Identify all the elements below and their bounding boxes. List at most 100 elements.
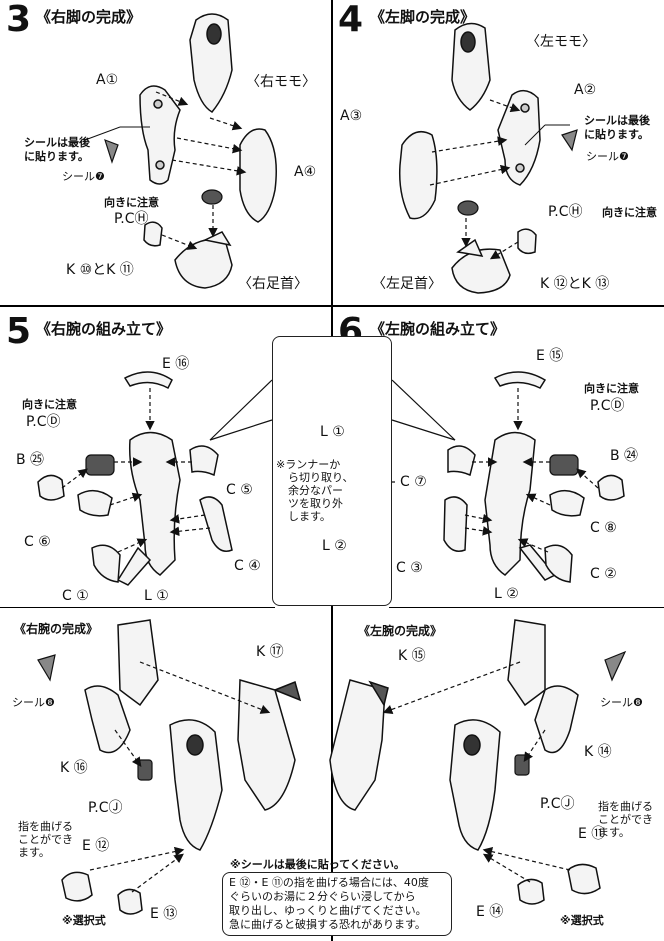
- seal-note-line1: シールは最後: [24, 136, 90, 149]
- step-title: 《右腕の組み立て》: [36, 320, 172, 338]
- warning-line: ぐらいのお湯に２分ぐらい浸してから: [229, 890, 416, 903]
- step-title: 《右脚の完成》: [36, 8, 142, 26]
- br-pc-part: [514, 754, 530, 776]
- step6-c2: [544, 544, 573, 583]
- finger-note-line: ます。: [18, 846, 50, 859]
- step6-b24: [597, 474, 625, 501]
- part-label-a2: A②: [574, 82, 597, 98]
- runner-note-line: します。: [288, 510, 331, 523]
- caution-label: 向きに注意: [22, 398, 77, 411]
- step3-leg-frame-a1: [139, 85, 181, 185]
- br-shield-k15: [507, 619, 546, 707]
- br-frame-k14: [534, 685, 579, 754]
- part-label-right-ankle: 〈右足首〉: [238, 276, 308, 292]
- step4-foot: [451, 238, 511, 294]
- section-title-left-arm-complete: 《左腕の完成》: [358, 624, 443, 638]
- part-label-k17: K ⑰: [256, 644, 284, 660]
- finger-note-line: ことができ: [598, 813, 653, 826]
- part-label-c8: C ⑧: [590, 520, 617, 536]
- part-label-b25: B ㉕: [16, 452, 45, 468]
- part-label-a1: A①: [96, 72, 119, 88]
- warning-line: 急に曲げると破損する恐れがあります。: [229, 918, 426, 931]
- caution-label: 向きに注意: [104, 196, 159, 209]
- divider-mid-vertical: [331, 306, 333, 941]
- part-label-k15: K ⑮: [398, 648, 426, 664]
- step4-small-part-k: [517, 228, 537, 255]
- step4-pc-part: [457, 200, 479, 216]
- callout-pointers: [209, 379, 456, 441]
- runner-note-line: ※ランナーか: [276, 458, 341, 471]
- part-label-e15: E ⑮: [536, 348, 564, 364]
- warning-line: E ⑫・E ⑪の指を曲げる場合には、40度: [229, 876, 429, 889]
- step5-c4: [199, 496, 233, 552]
- step-number: 3: [6, 0, 32, 40]
- step-title: 《左腕の組み立て》: [370, 320, 506, 338]
- runner-label-l1: L ①: [320, 424, 345, 440]
- bending-warning-box: E ⑫・E ⑪の指を曲げる場合には、40度 ぐらいのお湯に２分ぐらい浸してから …: [222, 872, 452, 936]
- part-label-c1: C ①: [62, 588, 89, 604]
- seal-note-line2: に貼ります。: [24, 150, 89, 163]
- part-label-e11: E ⑪: [578, 826, 606, 842]
- step4-seal-arrow: [561, 129, 578, 152]
- step-title: 《左脚の完成》: [370, 8, 476, 26]
- pc-label: P.CⒹ: [590, 398, 625, 414]
- step3-pc-part: [201, 189, 223, 205]
- br-forearm: [449, 719, 501, 851]
- section-title-right-arm-complete: 《右腕の完成》: [14, 622, 99, 636]
- step5-arm-e16: [123, 371, 173, 390]
- step3-small-part-k: [143, 221, 163, 247]
- seal-last-note: ※シールは最後に貼ってください。: [230, 858, 405, 871]
- part-label-l2: L ②: [494, 586, 519, 602]
- part-label-k16: K ⑯: [60, 760, 88, 776]
- pc-label: P.CⒿ: [88, 800, 123, 816]
- seal-label: シール❼: [586, 150, 629, 163]
- step6-c3: [443, 496, 468, 552]
- seal-note-line2: に貼ります。: [584, 128, 649, 141]
- seal-label: シール❽: [12, 696, 55, 709]
- part-label-c2: C ②: [590, 566, 617, 582]
- runner-label-l2: L ②: [322, 538, 347, 554]
- part-label-a3: A③: [340, 108, 363, 124]
- step5-arm-body-l1: [116, 431, 181, 586]
- optional-note: ※選択式: [560, 914, 604, 927]
- step3-shin-a4: [239, 128, 277, 223]
- caution-label: 向きに注意: [584, 382, 639, 395]
- step6-arm-e15: [493, 371, 547, 389]
- step5-c5: [189, 445, 219, 477]
- pc-label: P.CⒹ: [26, 414, 61, 430]
- part-label-right-thigh: 〈右モモ〉: [246, 74, 316, 90]
- step-number: 4: [338, 0, 364, 40]
- finger-note-line: 指を曲げる: [18, 820, 73, 833]
- part-label-c7: C ⑦: [400, 474, 427, 490]
- step5-c1: [91, 544, 121, 583]
- step3-seal-arrow: [104, 138, 119, 164]
- bl-forearm: [169, 719, 223, 851]
- part-label-b24: B ㉔: [610, 448, 639, 464]
- part-label-a4: A④: [294, 164, 317, 180]
- part-label-e12: E ⑫: [82, 838, 110, 854]
- bl-shield-k17: [117, 619, 159, 707]
- step4-left-thigh: [451, 22, 491, 111]
- part-label-l1: L ①: [144, 588, 169, 604]
- step6-c7: [447, 445, 476, 477]
- part-label-e13: E ⑬: [150, 906, 178, 922]
- divider-lower-left: [0, 607, 275, 608]
- bl-hand-e13: [117, 888, 143, 915]
- bl-seal-arrow: [37, 654, 56, 682]
- step5-pc-part: [85, 454, 115, 476]
- seal-label: シール❽: [600, 696, 643, 709]
- warning-line: 取り出し、ゆっくりと曲げてください。: [229, 904, 427, 917]
- bl-armor-k17: [237, 679, 302, 811]
- br-seal-arrow: [604, 650, 627, 682]
- seal-note-line1: シールは最後: [584, 114, 650, 127]
- part-label-e14: E ⑭: [476, 904, 504, 920]
- part-label-k12k13: K ⑫とK ⑬: [540, 276, 610, 292]
- seal-label: シール❼: [62, 170, 105, 183]
- pc-label: P.CⒽ: [114, 211, 149, 227]
- part-label-c3: C ③: [396, 560, 423, 576]
- bl-hand-e12: [61, 871, 93, 902]
- pc-label: P.CⒿ: [540, 796, 575, 812]
- runner-callout-box: [272, 336, 392, 606]
- part-label-e16: E ⑯: [162, 356, 190, 372]
- optional-note: ※選択式: [62, 914, 106, 927]
